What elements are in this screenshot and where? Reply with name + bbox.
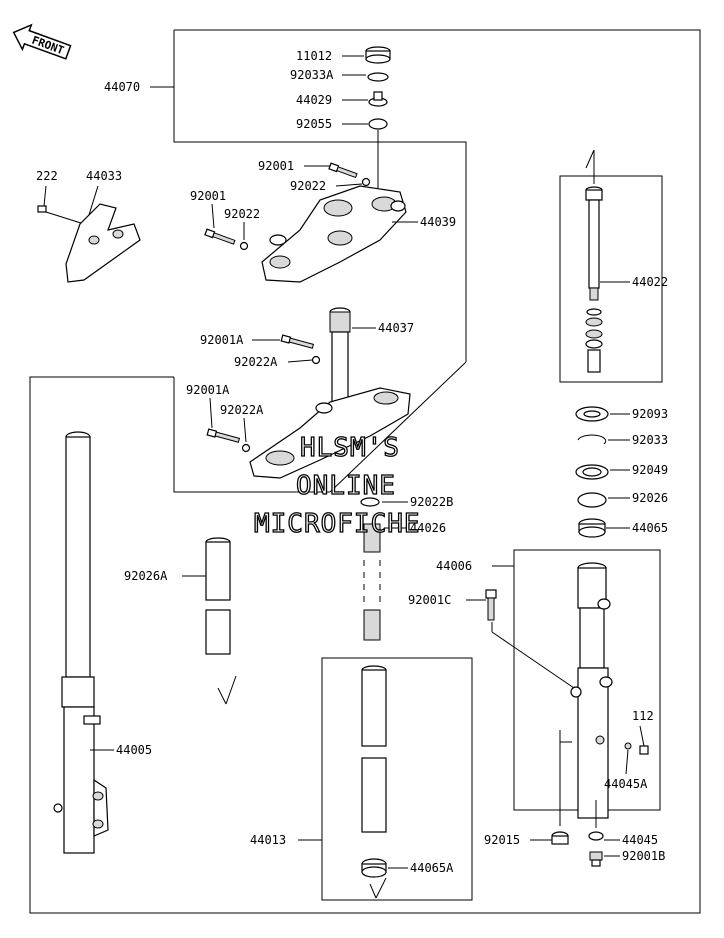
watermark-line-3: MICROFICHE (254, 509, 421, 539)
washer-44045a-icon (624, 742, 632, 750)
label-44005: 44005 (116, 743, 152, 757)
upper-bracket-44039-icon (261, 185, 407, 283)
inner-tube-44013-icon (361, 665, 387, 833)
washer-92022-mid-icon (239, 241, 249, 251)
label-92055: 92055 (296, 117, 332, 131)
label-11012: 11012 (296, 49, 332, 63)
bolt-92001-icon (328, 162, 358, 179)
label-44045: 44045 (622, 833, 658, 847)
label-92022b: 92022B (410, 495, 453, 509)
label-44013: 44013 (250, 833, 286, 847)
label-92001-mid: 92001 (190, 189, 226, 203)
label-92026: 92026 (632, 491, 668, 505)
label-44065a: 44065A (410, 861, 454, 875)
bolt-92001a-1-icon (280, 334, 315, 349)
seal-92049-icon (575, 464, 609, 480)
front-arrow-icon: FRONT (12, 23, 72, 60)
watermark-line-1: HLSM'S (300, 433, 400, 463)
label-44039: 44039 (420, 215, 456, 229)
label-92001b: 92001B (622, 849, 665, 863)
washer-92022b-icon (360, 497, 380, 507)
left-inner-frame (173, 377, 330, 493)
label-92001c: 92001C (408, 593, 451, 607)
label-44033: 44033 (86, 169, 122, 183)
top-group-frame (173, 30, 467, 362)
bolt-92001b-icon (589, 851, 603, 867)
plug-44029-icon (368, 91, 388, 107)
label-92001a-1: 92001A (200, 333, 244, 347)
outer-tube-44006-icon (570, 562, 613, 819)
bolt-92001-mid-icon (204, 228, 236, 245)
label-44006: 44006 (436, 559, 472, 573)
label-92022-mid: 92022 (224, 207, 260, 221)
clip-92033-icon (577, 434, 607, 445)
washer-92022a-1-icon (311, 355, 321, 365)
spacer-92026a-icon (205, 537, 231, 655)
washer-92022-icon (361, 177, 371, 187)
label-92022-top: 92022 (290, 179, 326, 193)
cap-11012-icon (365, 46, 391, 64)
bushing-44065-icon (578, 518, 606, 538)
lower-bracket-icon (249, 387, 411, 479)
watermark-line-2: ONLINE (296, 471, 396, 501)
label-92033: 92033 (632, 433, 668, 447)
oring-92055-icon (368, 118, 388, 130)
bracket-44033-icon (65, 203, 141, 283)
seal-92093-icon (575, 406, 609, 422)
label-222: 222 (36, 169, 58, 183)
bolt-92001a-2-icon (206, 428, 241, 443)
label-92093: 92093 (632, 407, 668, 421)
ring-92033a-icon (367, 72, 389, 82)
diag-line-1 (329, 361, 467, 493)
label-44022: 44022 (632, 275, 668, 289)
screw-112-icon (639, 745, 649, 755)
label-92015: 92015 (484, 833, 520, 847)
label-92026a: 92026A (124, 569, 168, 583)
bushing-44065a-icon (361, 858, 387, 878)
label-44070: 44070 (104, 80, 140, 94)
inner-tube-frame (321, 657, 473, 901)
label-92049: 92049 (632, 463, 668, 477)
label-44065: 44065 (632, 521, 668, 535)
label-44037: 44037 (378, 321, 414, 335)
label-92022a-2: 92022A (220, 403, 264, 417)
label-112: 112 (632, 709, 654, 723)
spring-44026-icon (363, 523, 381, 641)
screw-222-icon (37, 205, 47, 213)
washer-44045-icon (588, 831, 604, 841)
damper-group-frame (559, 175, 663, 383)
label-44045a: 44045A (604, 777, 648, 791)
bolt-92001c-icon (485, 589, 497, 621)
nut-92015-icon (551, 831, 569, 845)
label-92001-top: 92001 (258, 159, 294, 173)
bushing-92026-icon (577, 492, 607, 508)
main-frame (29, 29, 701, 914)
fork-leg-44005-icon (53, 431, 109, 854)
label-44026: 44026 (410, 521, 446, 535)
washer-92022a-2-icon (241, 443, 251, 453)
label-44029: 44029 (296, 93, 332, 107)
label-92001a-2: 92001A (186, 383, 230, 397)
label-92022a-1: 92022A (234, 355, 278, 369)
label-92033a: 92033A (290, 68, 334, 82)
damper-rod-44022-icon (585, 186, 603, 373)
